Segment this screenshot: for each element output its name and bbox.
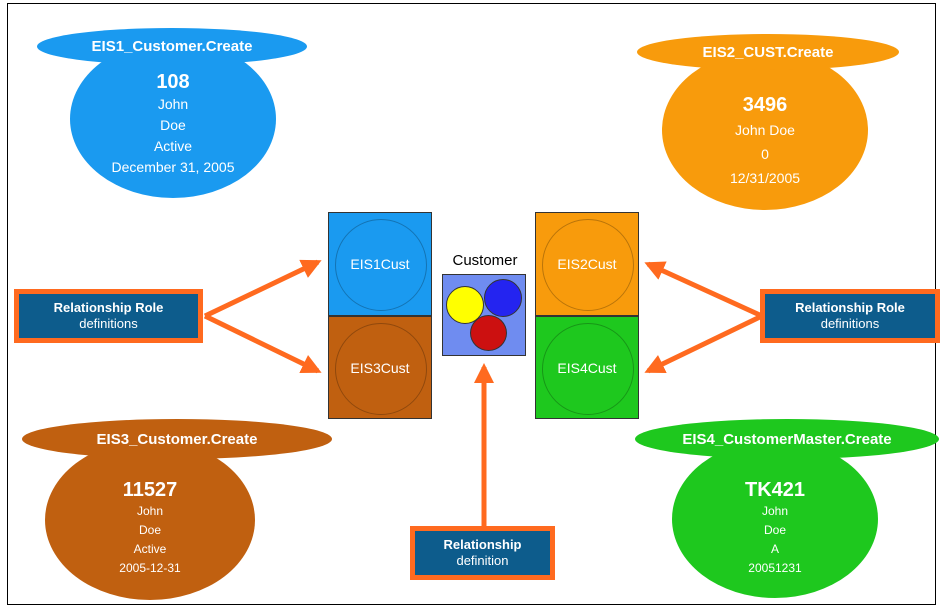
- eis3-line-4: 2005-12-31: [119, 561, 181, 575]
- customer-label: Customer: [452, 252, 518, 269]
- eis2cust-circle: [542, 219, 634, 311]
- relationship-role-box-right: Relationship Role definitions: [760, 289, 940, 343]
- role-left-line-1: Relationship Role: [53, 300, 164, 315]
- red-circle: [470, 315, 507, 351]
- yellow-circle: [446, 286, 484, 324]
- role-right-line-1: Relationship Role: [795, 300, 905, 315]
- rel-def-line-1: Relationship: [443, 537, 522, 552]
- eis2cust-square: EIS2Cust: [535, 212, 639, 316]
- eis4cust-square: EIS4Cust: [535, 316, 639, 419]
- arrow-left-to-eis1cust: [203, 259, 322, 319]
- relationship-definition-box: Relationship definition: [410, 526, 555, 580]
- eis4cust-circle: [542, 323, 634, 415]
- eis1cust-label: EIS1Cust: [350, 256, 410, 272]
- eis4-line-3: A: [770, 542, 779, 556]
- eis2-title: EIS2_CUST.Create: [637, 34, 899, 70]
- eis3cust-circle: [335, 323, 427, 415]
- eis2-number: 3496: [742, 94, 788, 116]
- eis4cust-label: EIS4Cust: [557, 359, 617, 376]
- role-left-line-2: definitions: [79, 316, 138, 331]
- eis1-line-1: John: [157, 96, 189, 112]
- eis3-ellipse: 11527 John Doe Active 2005-12-31: [45, 440, 255, 600]
- eis3-title: EIS3_Customer.Create: [22, 419, 332, 459]
- eis3-number: 11527: [122, 479, 178, 501]
- eis1-line-4: December 31, 2005: [111, 159, 235, 175]
- eis4-title: EIS4_CustomerMaster.Create: [635, 419, 939, 459]
- arrow-left-to-eis3cust: [203, 313, 322, 374]
- eis1-ellipse: 108 John Doe Active December 31, 2005: [70, 40, 276, 198]
- eis2-line-3: 12/31/2005: [729, 170, 801, 186]
- eis4-line-1: John: [761, 504, 789, 518]
- relationship-role-box-left: Relationship Role definitions: [14, 289, 203, 343]
- eis3-line-3: Active: [133, 542, 167, 556]
- arrow-right-to-eis2cust: [644, 261, 764, 319]
- eis2-line-1: John Doe: [735, 122, 795, 138]
- eis1cust-square: EIS1Cust: [328, 212, 432, 316]
- eis4-ellipse: TK421 John Doe A 20051231: [672, 440, 878, 598]
- eis2cust-label: EIS2Cust: [557, 256, 617, 272]
- eis1-line-2: Doe: [160, 117, 186, 133]
- eis2-ellipse: 3496 John Doe 0 12/31/2005: [662, 50, 868, 210]
- eis3cust-square: EIS3Cust: [328, 316, 432, 419]
- eis1-title: EIS1_Customer.Create: [37, 28, 307, 65]
- arrow-right-to-eis4cust: [644, 313, 764, 374]
- eis4-line-4: 20051231: [748, 561, 802, 575]
- eis3-line-1: John: [136, 504, 164, 518]
- role-right-line-2: definitions: [820, 316, 880, 331]
- eis3-line-2: Doe: [138, 523, 161, 537]
- eis1-number: 108: [156, 71, 190, 93]
- eis2-line-2: 0: [761, 146, 769, 162]
- customer-box: [442, 274, 526, 356]
- eis4-line-2: Doe: [763, 523, 786, 537]
- eis1cust-circle: [335, 219, 427, 311]
- eis3cust-label: EIS3Cust: [350, 359, 410, 376]
- eis1-line-3: Active: [153, 138, 193, 154]
- rel-def-line-2: definition: [456, 553, 509, 568]
- eis4-number: TK421: [744, 479, 806, 501]
- blue-circle: [484, 279, 522, 317]
